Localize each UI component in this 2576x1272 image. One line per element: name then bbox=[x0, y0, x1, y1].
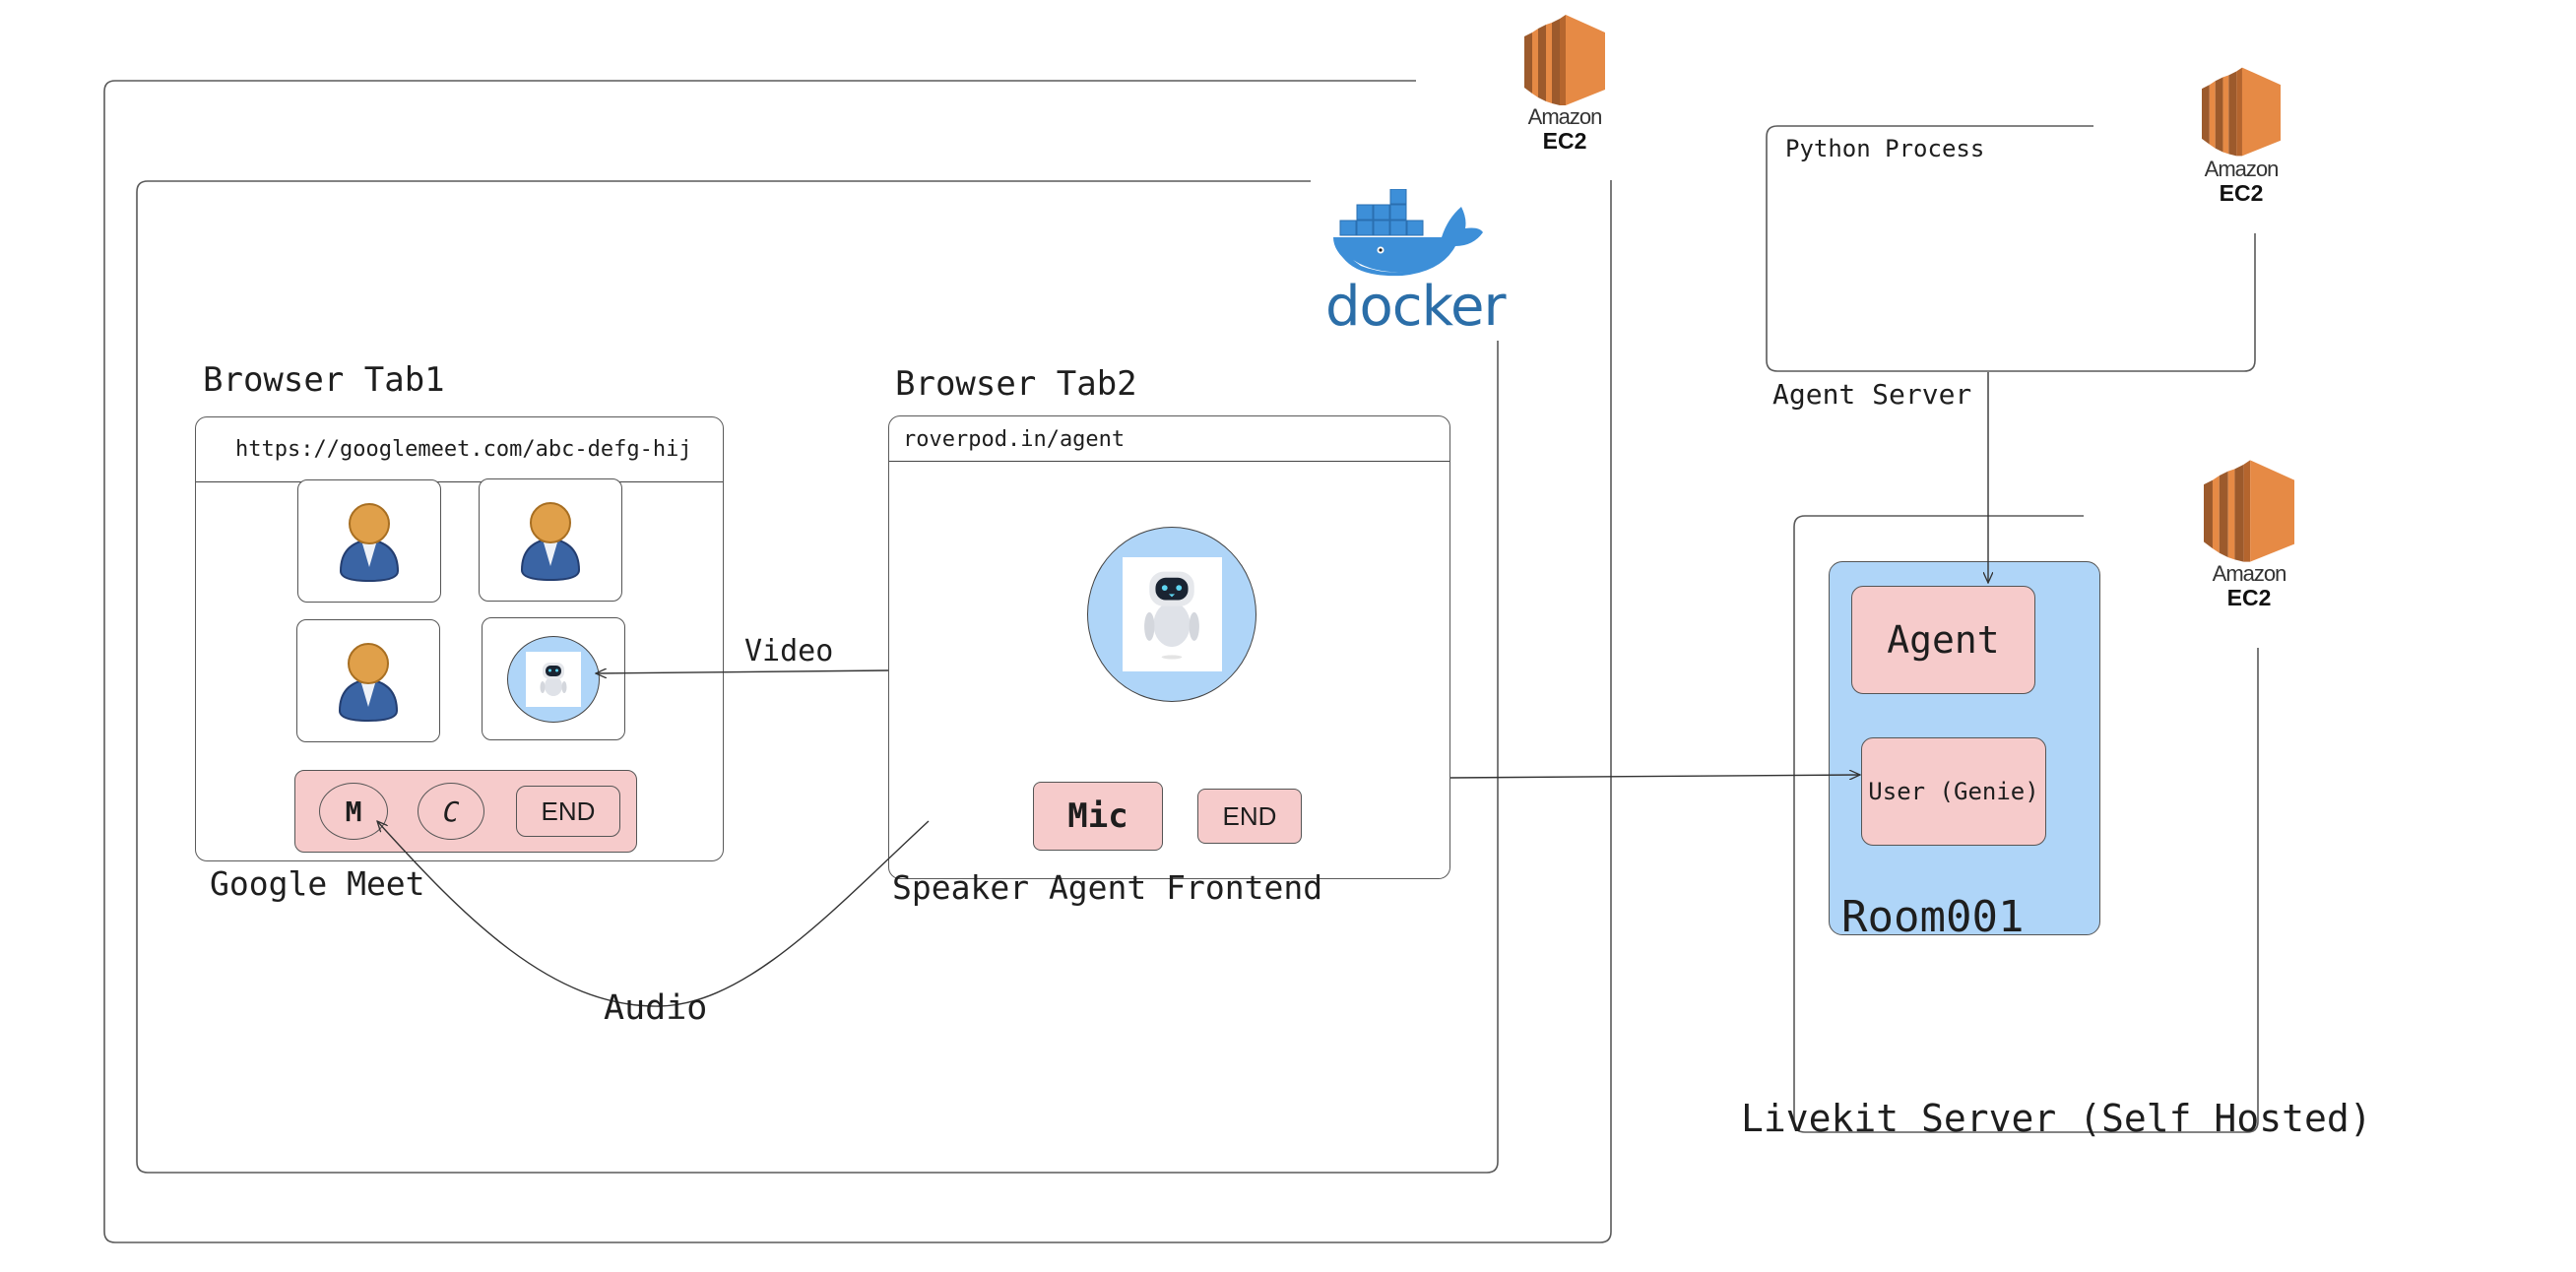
participant-tile bbox=[297, 479, 441, 603]
robot-image-frame bbox=[1122, 557, 1222, 671]
speaker-agent-avatar bbox=[1087, 527, 1256, 702]
room-agent-label: Agent bbox=[1887, 618, 2000, 662]
livekit-server-border bbox=[1793, 515, 2259, 1133]
ec2-label-amazon: Amazon bbox=[2212, 561, 2287, 586]
mic-toggle-label: M bbox=[345, 795, 362, 828]
speaker-agent-frontend-caption: Speaker Agent Frontend bbox=[892, 868, 1323, 907]
browser-tab2-window: roverpod.in/agent Mic END bbox=[888, 415, 1450, 879]
camera-toggle-label: C bbox=[442, 795, 460, 828]
user-avatar-icon bbox=[338, 642, 399, 722]
ec2-icon bbox=[2204, 460, 2294, 562]
livekit-server-caption: Livekit Server (Self Hosted) bbox=[1741, 1097, 2372, 1140]
user-avatar-icon bbox=[520, 501, 581, 581]
docker-logo: docker bbox=[1325, 189, 1507, 335]
room-name-label: Room001 bbox=[1841, 892, 2025, 942]
participant-tile bbox=[479, 478, 622, 602]
browser-tab2-title: Browser Tab2 bbox=[895, 364, 1137, 404]
agent-server-border bbox=[1766, 125, 2256, 372]
room-container: Agent User (Genie) bbox=[1829, 561, 2100, 935]
agent-avatar-circle bbox=[507, 635, 600, 723]
robot-icon bbox=[1144, 571, 1199, 660]
room-agent-participant: Agent bbox=[1851, 586, 2035, 694]
docker-wordmark: docker bbox=[1325, 275, 1507, 339]
docker-container bbox=[136, 180, 1499, 1175]
browser-tab2-url: roverpod.in/agent bbox=[903, 427, 1126, 452]
ec2-label-ec2: EC2 bbox=[2219, 180, 2264, 206]
ec2-label-amazon: Amazon bbox=[1527, 104, 1603, 129]
ec2-label-ec2: EC2 bbox=[1542, 128, 1587, 154]
ec2-container-border bbox=[103, 80, 1612, 1243]
robot-image-frame bbox=[526, 651, 581, 707]
end-call-button[interactable]: END bbox=[516, 786, 620, 837]
google-meet-caption: Google Meet bbox=[210, 864, 425, 903]
amazon-ec2-logo: Amazon EC2 bbox=[2200, 460, 2298, 609]
ec2-icon bbox=[2202, 67, 2281, 157]
amazon-ec2-logo: Amazon EC2 bbox=[2192, 66, 2290, 205]
docker-whale-icon bbox=[1333, 189, 1483, 277]
participant-tile-agent bbox=[482, 617, 625, 740]
ec2-label-amazon: Amazon bbox=[2204, 157, 2280, 181]
ec2-instance-container bbox=[103, 80, 1612, 1243]
mic-toggle-button[interactable]: M bbox=[319, 783, 388, 840]
browser-tab1-title: Browser Tab1 bbox=[203, 360, 445, 400]
mic-button[interactable]: Mic bbox=[1033, 782, 1163, 851]
browser-tab1-url-bar[interactable]: https://googlemeet.com/abc-defg-hij bbox=[196, 417, 723, 482]
robot-icon bbox=[540, 662, 567, 696]
agent-server-box: Python Process bbox=[1766, 125, 2256, 373]
livekit-server-box bbox=[1793, 515, 2259, 1134]
ec2-label-ec2: EC2 bbox=[2226, 585, 2272, 610]
python-process-label: Python Process bbox=[1785, 135, 1985, 162]
end-button-label: END bbox=[1222, 800, 1277, 831]
browser-tab2-url-bar[interactable]: roverpod.in/agent bbox=[889, 416, 1449, 462]
user-avatar-icon bbox=[339, 502, 400, 582]
room-user-participant: User (Genie) bbox=[1861, 737, 2046, 846]
video-connector-label: Video bbox=[744, 634, 834, 668]
browser-tab1-window: https://googlemeet.com/abc-defg-hij bbox=[195, 416, 724, 861]
participant-tile bbox=[296, 619, 440, 742]
camera-toggle-button[interactable]: C bbox=[418, 783, 484, 840]
docker-container-border bbox=[136, 180, 1499, 1174]
ec2-icon bbox=[1524, 15, 1605, 105]
room-user-label: User (Genie) bbox=[1868, 778, 2039, 805]
end-call-label: END bbox=[541, 795, 596, 826]
audio-connector-label: Audio bbox=[604, 988, 708, 1028]
amazon-ec2-logo: Amazon EC2 bbox=[1515, 15, 1614, 153]
browser-tab1-url: https://googlemeet.com/abc-defg-hij bbox=[235, 437, 692, 462]
mic-button-label: Mic bbox=[1067, 796, 1128, 836]
end-button[interactable]: END bbox=[1197, 789, 1302, 844]
meet-control-bar: M C END bbox=[294, 770, 637, 853]
agent-server-caption: Agent Server bbox=[1772, 378, 1972, 411]
